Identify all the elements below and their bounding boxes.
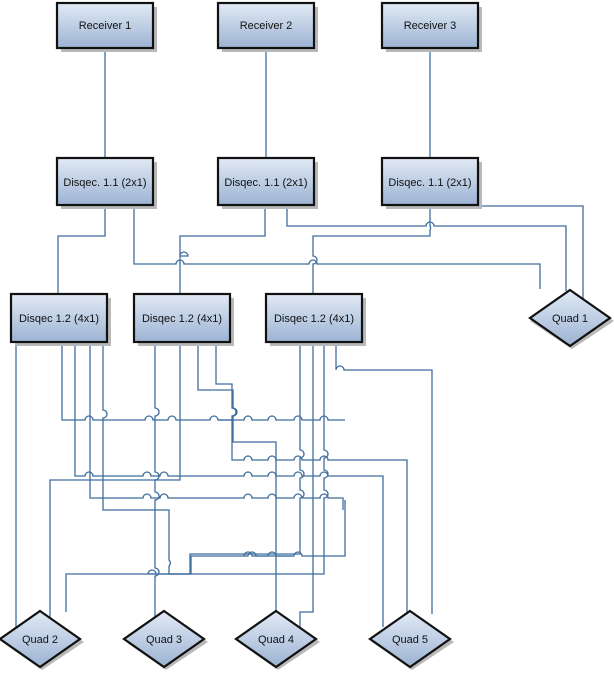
wire-switch3-quad2 (65, 346, 305, 612)
wire-switch1-quad5b (102, 346, 293, 575)
receiver-3[interactable]: Receiver 3 (380, 1, 482, 52)
quad-5[interactable]: Quad 5 (368, 609, 454, 670)
disqec-2x1-1-label: Disqec. 1.1 (2x1) (63, 177, 146, 189)
quad-3[interactable]: Quad 3 (122, 609, 208, 670)
wire-switch3-quad4 (299, 346, 314, 640)
wire-disqec3-switch3 (312, 209, 432, 293)
wire-disqec1-switch1 (57, 209, 106, 293)
wire-switch1-quad4 (74, 346, 384, 627)
wire-switch2-quad4 (197, 346, 277, 618)
receiver-1[interactable]: Receiver 1 (55, 1, 157, 52)
quad-3-label: Quad 3 (146, 634, 182, 646)
disqec-2x1-2[interactable]: Disqec. 1.1 (2x1) (216, 156, 318, 209)
quad-2[interactable]: Quad 2 (0, 609, 84, 670)
wire-switch3-quad3 (147, 346, 329, 575)
disqec-4x1-1-label: Disqec 1.2 (4x1) (19, 313, 99, 325)
quad-4-label: Quad 4 (258, 634, 294, 646)
receiver-1-label: Receiver 1 (79, 20, 132, 32)
disqec-2x1-3-label: Disqec. 1.1 (2x1) (388, 177, 471, 189)
disqec-4x1-1[interactable]: Disqec 1.2 (4x1) (9, 292, 111, 346)
wire-disqec3-quad1 (476, 172, 584, 298)
disqec-4x1-2[interactable]: Disqec 1.2 (4x1) (132, 292, 234, 346)
receiver-2[interactable]: Receiver 2 (216, 1, 318, 52)
disqec-2x1-3[interactable]: Disqec. 1.1 (2x1) (380, 156, 482, 209)
wire-bridge-lower (243, 500, 346, 557)
wire-switch3-quad5 (335, 346, 433, 614)
wire-bridge-upper (218, 415, 345, 421)
quad-4[interactable]: Quad 4 (234, 609, 320, 670)
disqec-4x1-3[interactable]: Disqec 1.2 (4x1) (264, 292, 366, 346)
quad-5-label: Quad 5 (392, 634, 428, 646)
wire-switch2-quad3 (154, 346, 160, 618)
receiver-2-label: Receiver 2 (240, 20, 293, 32)
quad-2-label: Quad 2 (22, 634, 58, 646)
connection-lines (15, 50, 584, 640)
wire-switch2-quad5 (215, 346, 408, 612)
disqec-4x1-3-label: Disqec 1.2 (4x1) (274, 313, 354, 325)
wire-disqec2-switch2 (179, 209, 266, 293)
quad-1[interactable]: Quad 1 (528, 288, 614, 349)
disqec-2x1-2-label: Disqec. 1.1 (2x1) (224, 177, 307, 189)
wire-switch1-quad3 (61, 346, 233, 421)
wire-switch2-quad2 (49, 346, 181, 620)
quad-1-label: Quad 1 (552, 313, 588, 325)
disqec-2x1-1[interactable]: Disqec. 1.1 (2x1) (55, 156, 157, 209)
receiver-3-label: Receiver 3 (404, 20, 457, 32)
wire-switch1-quad5 (89, 346, 344, 510)
wire-disqec1-quad1 (133, 198, 541, 289)
disqec-4x1-2-label: Disqec 1.2 (4x1) (142, 313, 222, 325)
wire-disqec2-quad1 (286, 206, 567, 291)
